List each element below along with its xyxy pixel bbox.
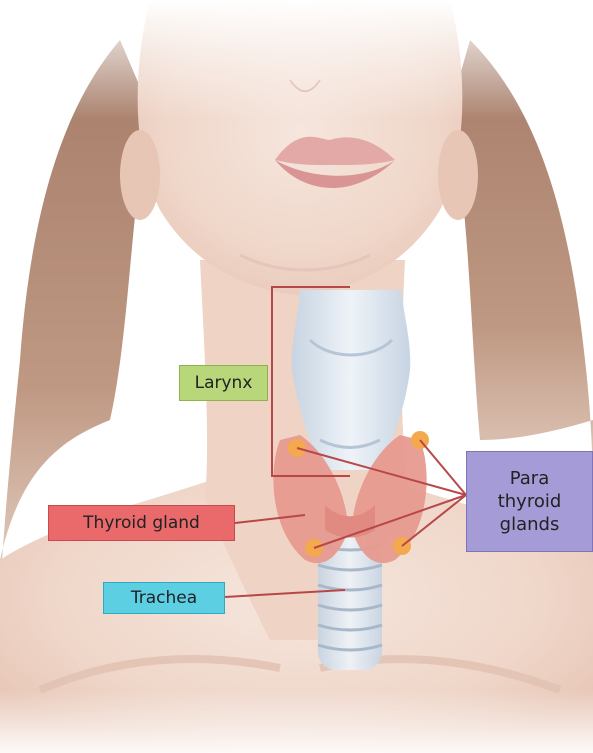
parathyroid-label-line-3: glands [500, 513, 560, 536]
ear-right [438, 130, 478, 220]
larynx-label: Larynx [179, 365, 268, 401]
trachea-label: Trachea [103, 582, 225, 614]
thyroid-gland-label: Thyroid gland [48, 505, 235, 541]
parathyroid-label-line-1: Para [510, 467, 550, 490]
ear-left [120, 130, 160, 220]
parathyroid-label-line-2: thyroid [498, 490, 562, 513]
parathyroid-glands-label: Para thyroid glands [466, 451, 593, 552]
